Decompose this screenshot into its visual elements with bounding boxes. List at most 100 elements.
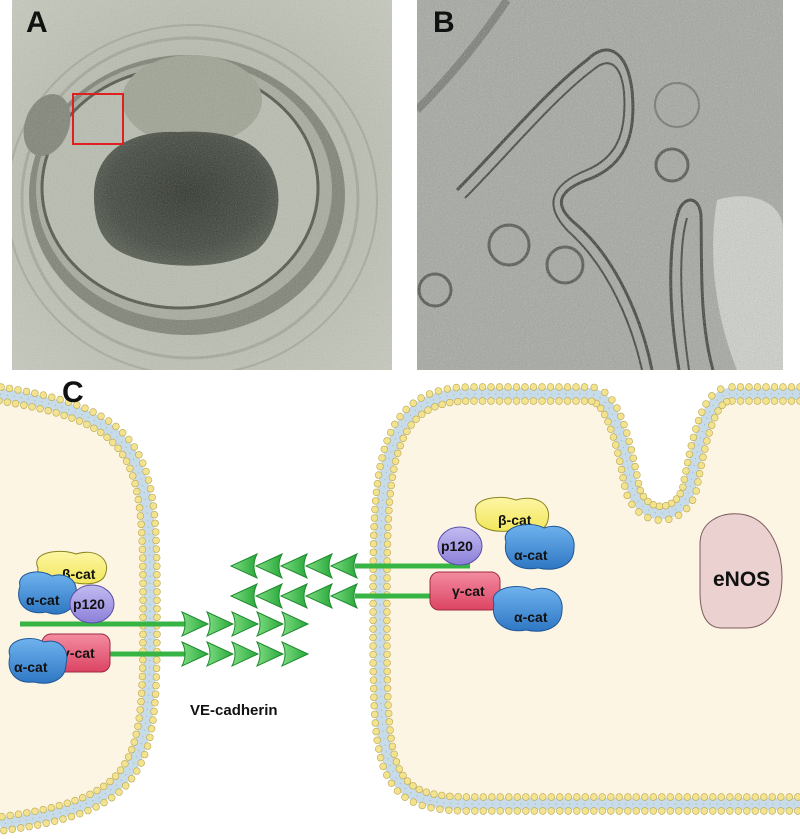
lipid-head — [407, 421, 415, 429]
lipid-head — [55, 801, 63, 810]
lipid-head — [384, 523, 392, 532]
micrograph-b-image — [417, 0, 783, 370]
lipid-head — [777, 807, 785, 815]
ve-cadherin-domain-left — [205, 640, 235, 668]
lipid-head — [736, 383, 745, 391]
lipid-head — [615, 807, 623, 815]
lipid-head — [581, 793, 589, 801]
lipid-head — [734, 793, 742, 801]
lipid-head — [624, 793, 632, 801]
lipid-head — [573, 807, 581, 815]
lipid-head — [52, 409, 60, 417]
lipid-head — [134, 495, 143, 504]
lipid-head — [396, 441, 404, 450]
lipid-head — [770, 397, 779, 405]
lipid-head — [153, 588, 161, 596]
lipid-head — [556, 807, 564, 815]
lipid-head — [372, 488, 381, 497]
lipid-head — [734, 807, 742, 815]
ve-cadherin-domain-left — [230, 640, 260, 668]
lipid-head — [709, 793, 717, 801]
lipid-head — [743, 793, 751, 801]
right-alpha-catenin-lower — [492, 586, 563, 632]
lipid-head — [418, 801, 426, 810]
lipid-head — [385, 709, 393, 718]
right-alpha-catenin-lower-label: α-cat — [514, 609, 548, 625]
left-cell-membrane — [0, 383, 161, 835]
lipid-head — [371, 719, 379, 727]
lipid-head — [371, 505, 379, 514]
lipid-head — [383, 437, 391, 445]
lipid-head — [572, 397, 580, 405]
lipid-head — [81, 404, 89, 412]
lipid-head — [564, 793, 572, 801]
lipid-head — [513, 793, 521, 801]
lipid-head — [118, 450, 127, 459]
right-cell-membrane — [369, 383, 800, 815]
lipid-head — [130, 443, 139, 451]
lipid-head — [665, 515, 673, 524]
lipid-head — [412, 415, 420, 423]
ve-cadherin-domain-right — [229, 552, 259, 580]
lipid-head — [127, 775, 136, 783]
lipid-head — [717, 807, 725, 815]
lipid-head — [546, 397, 555, 405]
lipid-head — [369, 574, 377, 582]
lipid-head — [399, 771, 407, 780]
lipid-head — [390, 465, 398, 473]
lipid-head — [39, 391, 48, 399]
lipid-head — [78, 794, 87, 802]
lipid-head — [97, 412, 105, 420]
lipid-head — [425, 390, 434, 398]
lipid-head — [48, 393, 56, 401]
lipid-head — [564, 807, 572, 815]
lipid-head — [89, 408, 97, 416]
ve-cadherin-domain-left — [255, 610, 285, 638]
right-alpha-catenin-upper — [504, 524, 575, 570]
lipid-head — [153, 571, 161, 579]
lipid-head — [415, 785, 423, 794]
lipid-head — [539, 793, 547, 801]
lipid-head — [153, 553, 161, 562]
lipid-head — [133, 767, 141, 775]
lipid-head — [692, 487, 700, 495]
lipid-head — [139, 554, 147, 562]
lipid-head — [6, 811, 14, 820]
lipid-head — [682, 467, 690, 475]
lipid-head — [387, 779, 396, 787]
lipid-head — [130, 738, 138, 746]
lipid-head — [615, 793, 623, 801]
lipid-head — [572, 383, 580, 391]
lipid-head — [539, 807, 547, 815]
lipid-head — [31, 807, 39, 815]
lipid-head — [617, 412, 625, 420]
lipid-head — [384, 515, 393, 523]
lipid-head — [512, 397, 521, 405]
left-alpha-catenin-lower — [8, 638, 68, 684]
lipid-head — [56, 395, 64, 404]
lipid-head — [635, 508, 643, 516]
lipid-head — [631, 462, 639, 471]
lipid-head — [495, 397, 504, 405]
right-cell-cytoplasm — [380, 394, 800, 804]
lipid-head — [794, 807, 800, 815]
lipid-head — [600, 410, 609, 419]
lipid-head — [152, 528, 160, 536]
lipid-head — [100, 798, 108, 807]
lipid-head — [409, 782, 417, 790]
lipid-head — [71, 796, 79, 805]
lipid-head — [106, 777, 114, 786]
left-gamma-catenin-label: γ-cat — [62, 645, 95, 661]
lipid-head — [434, 387, 443, 395]
lipid-head — [383, 540, 392, 548]
lipid-head — [139, 588, 147, 596]
lipid-head — [132, 730, 140, 738]
lipid-head — [47, 804, 55, 812]
lipid-head — [135, 504, 144, 512]
lipid-head — [751, 807, 759, 815]
lipid-head — [762, 397, 770, 405]
lipid-head — [394, 449, 402, 458]
lipid-head — [580, 397, 589, 405]
lipid-head — [383, 582, 391, 591]
lipid-head — [383, 771, 391, 779]
